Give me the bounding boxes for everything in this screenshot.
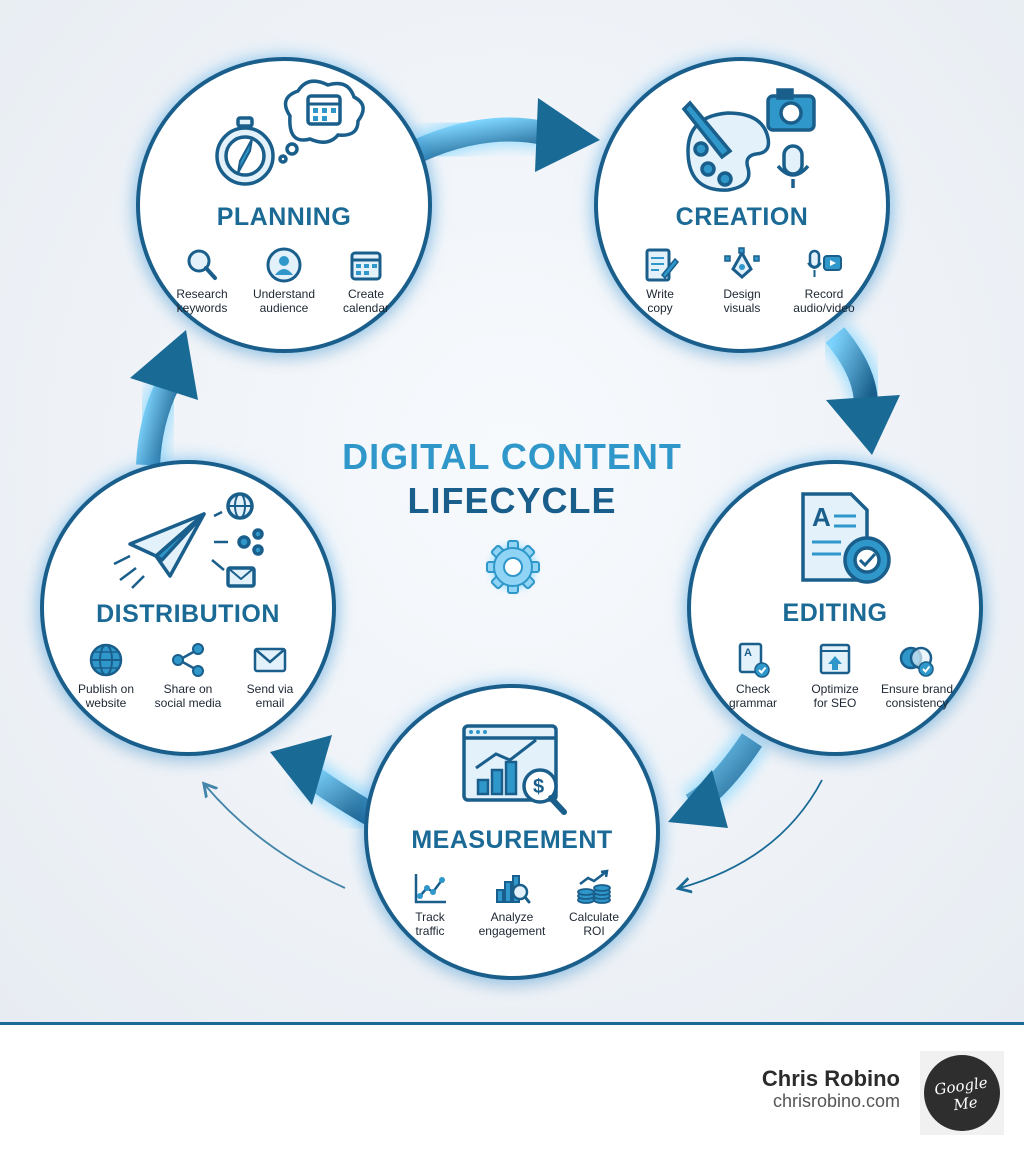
task-calculate-roi: Calculate ROI (553, 868, 635, 938)
thin-arrow-right (680, 779, 823, 888)
coins-growth-icon (577, 869, 611, 904)
stage-planning: PLANNING Research keywords Understand au… (136, 57, 432, 353)
stage-title: DISTRIBUTION (96, 600, 280, 628)
task-ensure-brand-consistency: Ensure brand consistency (876, 640, 958, 710)
user-icon (266, 247, 302, 283)
task-label: Research keywords (176, 287, 228, 315)
cycle-arrows (130, 98, 900, 1024)
task-create-calendar: Create calendar (325, 245, 407, 315)
document-gear-icon: A (801, 492, 891, 584)
paper-plane-icon (113, 492, 264, 589)
task-label: Understand audience (252, 287, 316, 315)
globe-icon (89, 643, 123, 677)
author-website: chrisrobino.com (772, 1091, 900, 1111)
task-understand-audience: Understand audience (243, 245, 325, 315)
stage-creation: CREATION Write copy Design visuals (594, 57, 890, 353)
svg-text:A: A (744, 647, 752, 659)
stage-title: EDITING (782, 599, 888, 627)
arrow-creation-to-editing (821, 324, 900, 455)
upload-window-icon (819, 643, 851, 675)
task-label: Calculate ROI (568, 910, 620, 938)
pen-tool-icon (724, 247, 760, 280)
compass-calendar-icon (215, 79, 365, 186)
line-graph-icon (414, 874, 446, 904)
task-label: Track traffic (415, 910, 445, 938)
task-label: Share on social media (154, 682, 222, 710)
task-label: Check grammar (728, 682, 777, 710)
svg-text:Me: Me (951, 1093, 979, 1114)
footer: Chris Robino chrisrobino.com Google Me (0, 1025, 1024, 1154)
task-label: Publish on website (77, 682, 135, 710)
svg-text:A: A (812, 502, 831, 532)
task-label: Analyze engagement (478, 910, 546, 938)
task-label: Record audio/video (793, 287, 855, 315)
center-title: DIGITAL CONTENT LIFECYCLE (262, 436, 762, 522)
calendar-icon (350, 251, 382, 281)
mic-video-icon (807, 249, 842, 277)
task-label: Optimize for SEO (811, 682, 859, 710)
task-label: Design visuals (723, 287, 761, 315)
task-write-copy: Write copy (619, 245, 701, 315)
stage-title: CREATION (675, 203, 809, 231)
task-track-traffic: Track traffic (389, 868, 471, 938)
task-label: Ensure brand consistency (880, 682, 954, 710)
share-icon (172, 643, 204, 677)
gear-icon (486, 540, 540, 594)
thin-arrow-left (205, 785, 346, 889)
task-label: Create calendar (342, 287, 390, 315)
bar-chart-magnifier-icon (496, 875, 531, 904)
stage-title: MEASUREMENT (411, 826, 613, 854)
arrow-editing-to-measurement (668, 730, 767, 828)
task-label: Send via email (246, 682, 294, 710)
svg-text:$: $ (533, 776, 544, 798)
document-pen-icon (645, 248, 680, 282)
stage-editing: A EDITING A Check grammar (687, 460, 983, 756)
task-share-on-social-media: Share on social media (147, 640, 229, 710)
document-check-icon: A (738, 642, 770, 678)
task-record-audio-video: Record audio/video (783, 245, 865, 315)
task-send-via-email: Send via email (229, 640, 311, 710)
arrow-distribution-to-planning (130, 330, 198, 466)
task-publish-on-website: Publish on website (65, 640, 147, 710)
center-title-line2: LIFECYCLE (407, 480, 617, 521)
stage-distribution: DISTRIBUTION Publish on website Sh (40, 460, 336, 756)
task-research-keywords: Research keywords (161, 245, 243, 315)
envelope-icon (253, 647, 287, 673)
task-check-grammar: A Check grammar (712, 640, 794, 710)
diagram-canvas: PLANNING Research keywords Understand au… (0, 0, 1024, 1024)
author-name: Chris Robino (761, 1066, 900, 1091)
footer-divider (0, 1022, 1024, 1025)
task-optimize-for-seo: Optimize for SEO (794, 640, 876, 710)
arrow-planning-to-creation (412, 98, 600, 172)
center-title-line1: DIGITAL CONTENT (342, 436, 682, 477)
circles-check-icon (899, 646, 934, 677)
google-me-logo: Google Me (920, 1051, 1004, 1135)
stage-title: PLANNING (216, 203, 352, 231)
analytics-dashboard-icon: $ (462, 724, 567, 815)
palette-camera-mic-icon (681, 88, 816, 192)
stage-measurement: $ MEASUREMENT Track traffic Ana (364, 684, 660, 980)
task-design-visuals: Design visuals (701, 245, 783, 315)
magnifier-icon (187, 249, 217, 280)
arrow-measurement-to-distribution (270, 735, 381, 830)
task-analyze-engagement: Analyze engagement (471, 868, 553, 938)
task-label: Write copy (646, 287, 674, 315)
